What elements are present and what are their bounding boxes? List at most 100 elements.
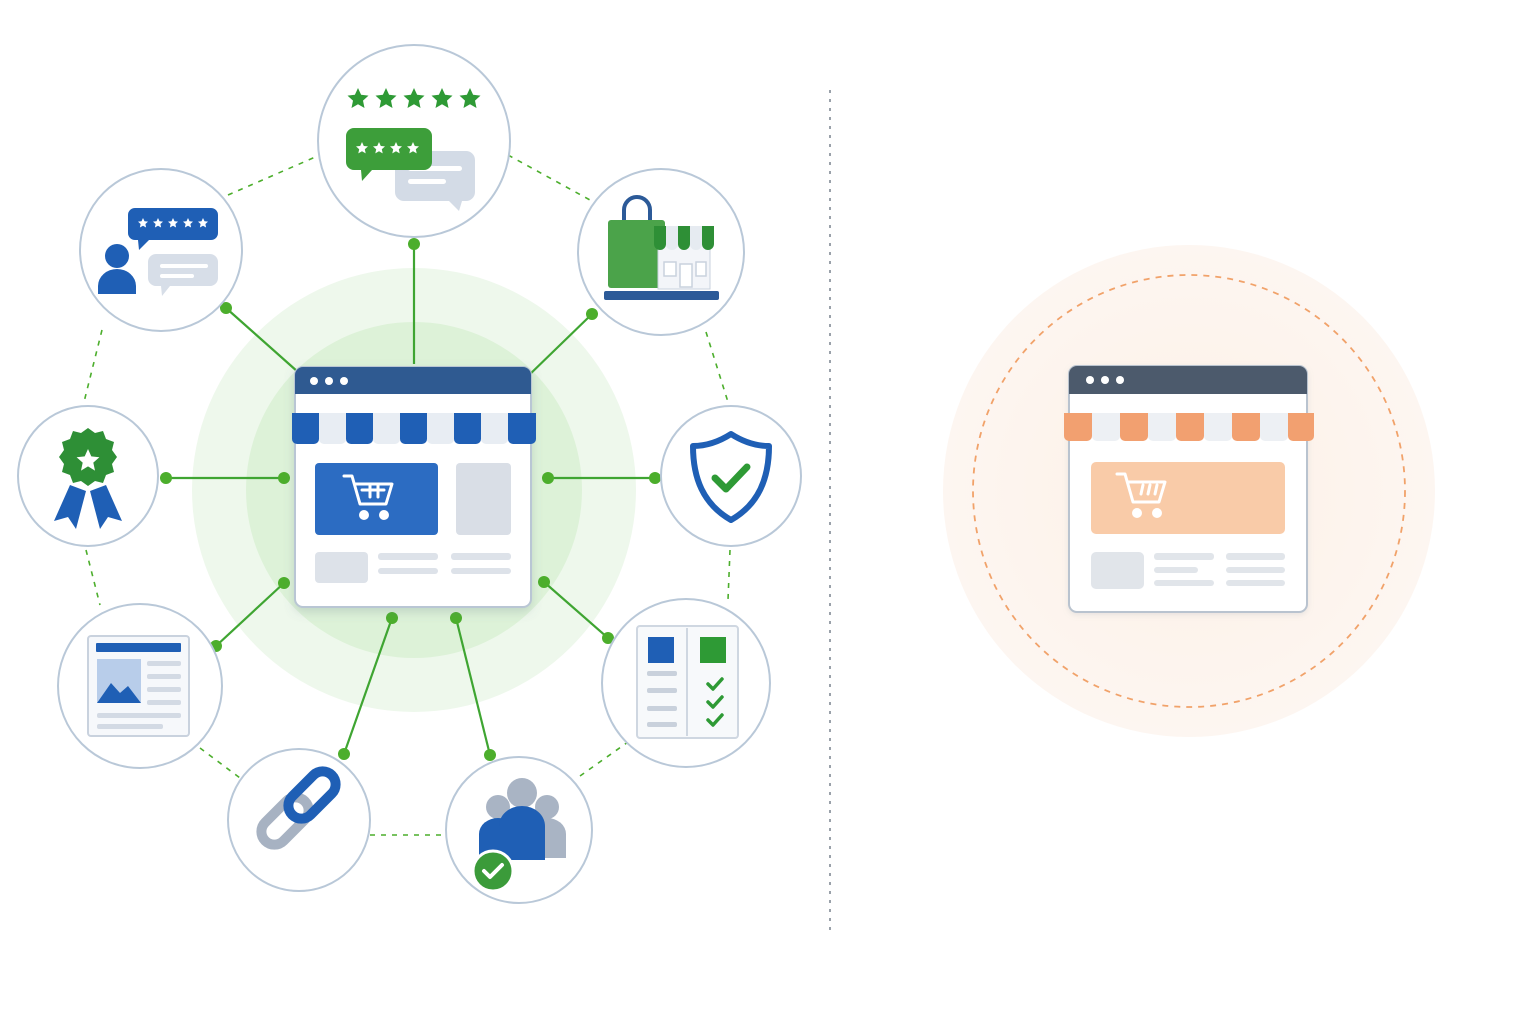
awning-stripe — [427, 413, 454, 444]
window-dot — [325, 377, 333, 385]
star-icon — [459, 88, 481, 108]
text-line — [451, 568, 511, 574]
ring-segment — [507, 154, 591, 201]
cart-line — [1153, 483, 1159, 496]
star-icon — [390, 142, 402, 154]
awning-stripe — [319, 413, 346, 444]
side-tile — [456, 463, 511, 535]
star-rating-chat-icon — [346, 88, 481, 211]
star-icon — [407, 142, 419, 154]
person-head — [535, 795, 559, 819]
dot — [602, 632, 614, 644]
star-icon — [431, 88, 453, 108]
connector-links — [342, 617, 394, 755]
text-line — [1154, 580, 1214, 586]
shield — [690, 431, 772, 523]
storefront-isolated — [1064, 365, 1314, 613]
awning-stripe — [1288, 413, 1314, 441]
awning-stripe — [454, 413, 481, 444]
shopping-bag-store-icon — [604, 195, 719, 300]
connector-comparison — [543, 581, 609, 639]
text-line — [147, 661, 181, 666]
isolated-storefront-panel — [943, 245, 1435, 737]
text-line — [408, 179, 446, 184]
star-icon — [183, 218, 193, 228]
bag-body — [608, 220, 665, 288]
ring-segment — [579, 741, 629, 777]
star-icon — [168, 218, 178, 228]
option-a-square — [648, 637, 674, 663]
cart-icon — [1115, 472, 1167, 518]
text-line — [147, 700, 181, 705]
awning-stripe — [654, 226, 666, 250]
chain-link-blue — [283, 766, 341, 824]
awning-stripe — [702, 226, 714, 250]
store-awning — [654, 226, 714, 250]
connector-content — [215, 582, 285, 647]
ring-segment — [227, 154, 321, 196]
ring-segment — [83, 329, 103, 403]
shield-check-icon — [690, 431, 772, 523]
text-line — [147, 687, 181, 692]
hero-banner — [315, 463, 438, 535]
text-line — [378, 553, 438, 560]
text-line — [378, 568, 438, 574]
browser-title-bar — [295, 367, 531, 394]
node-customer-reviews — [79, 168, 243, 332]
awning-stripe — [666, 226, 678, 250]
text-line — [1154, 567, 1198, 573]
chain-link-gray — [256, 792, 314, 850]
awning-stripe — [1232, 413, 1260, 441]
ribbon-tail — [54, 485, 86, 529]
text-line — [1226, 567, 1285, 573]
dot — [408, 238, 420, 250]
cart-frame — [1115, 472, 1167, 504]
text-line — [1226, 580, 1285, 586]
check-mark — [482, 863, 504, 879]
awning-stripe — [1064, 413, 1092, 441]
dot — [160, 472, 172, 484]
star-icon — [403, 88, 425, 108]
star-icon — [138, 218, 148, 228]
store-window — [663, 261, 677, 277]
cart-icon — [342, 474, 394, 520]
dot — [220, 302, 232, 314]
awning — [292, 413, 536, 444]
chat-bubble-green — [346, 128, 432, 181]
cart-frame — [342, 474, 394, 506]
dot — [542, 472, 554, 484]
mountain-icon — [97, 683, 141, 703]
product-thumb — [1091, 552, 1144, 589]
dashed-ring — [83, 154, 731, 836]
ring-segment — [727, 549, 731, 601]
cart-line — [1146, 483, 1152, 496]
product-thumb — [315, 552, 368, 583]
store-window — [695, 261, 707, 277]
star-icon — [198, 218, 208, 228]
text-line — [647, 722, 677, 727]
user-head — [105, 244, 129, 268]
awning — [1064, 413, 1314, 441]
option-b-square — [700, 637, 726, 663]
awning-stripe — [373, 413, 400, 444]
awning-stripe — [400, 413, 427, 444]
text-line — [647, 688, 677, 693]
dot — [278, 472, 290, 484]
connected-network — [17, 44, 802, 904]
window-dot — [310, 377, 318, 385]
article-image-icon — [87, 635, 190, 737]
awning-stripe — [1092, 413, 1120, 441]
dot — [538, 576, 550, 588]
check-mark — [711, 463, 751, 493]
browser-title-bar — [1069, 366, 1307, 394]
cart-wheel — [1132, 508, 1142, 518]
check-mark — [706, 713, 724, 727]
awning-stripe — [292, 413, 319, 444]
window-dot — [1101, 376, 1109, 384]
window-dot — [340, 377, 348, 385]
ribbon-tail — [90, 485, 122, 529]
chat-bubble-blue — [128, 208, 218, 250]
person-head — [486, 795, 510, 819]
awning-stripe — [1176, 413, 1204, 441]
